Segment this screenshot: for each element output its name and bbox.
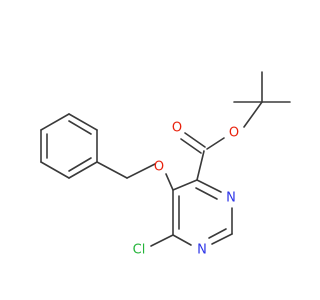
bond-ph-5 <box>40 161 70 179</box>
bond-o-ch2 <box>126 163 156 179</box>
bond-ph-inner-a <box>68 120 92 135</box>
bond-ch2-ph <box>96 161 128 179</box>
structure-diagram: O O O N N Cl <box>40 71 291 258</box>
atom-n3: N <box>226 191 236 206</box>
bond-ph-2 <box>68 113 98 131</box>
atom-o-ester: O <box>229 126 239 141</box>
atom-n1: N <box>197 243 207 258</box>
bond-c2-n1-inner <box>208 228 227 239</box>
atom-cl: Cl <box>133 243 146 258</box>
bond-c4-n3 <box>196 179 222 193</box>
bond-ph-inner-c <box>68 157 92 172</box>
bond-c-o-double-a <box>184 132 206 148</box>
bond-c5-c4 <box>172 179 198 191</box>
bond-c2-n1 <box>211 233 233 245</box>
bond-o-ccarbonyl <box>206 137 225 150</box>
molecule-canvas: O O O N N Cl <box>40 71 291 258</box>
bond-n1-c6 <box>172 234 192 246</box>
bond-ph-3 <box>40 113 70 131</box>
atom-o-carbonyl: O <box>172 121 182 136</box>
bond-tbu-o <box>243 101 263 128</box>
bond-ph-6 <box>68 161 98 179</box>
bond-ccarbonyl-c4 <box>196 150 205 181</box>
bond-c6-cl <box>150 234 174 247</box>
atom-o-ether: O <box>154 160 164 175</box>
bond-c5-o <box>165 173 174 191</box>
bond-c-o-double-b <box>180 138 202 154</box>
bond-c4-n3-inner <box>195 187 218 200</box>
